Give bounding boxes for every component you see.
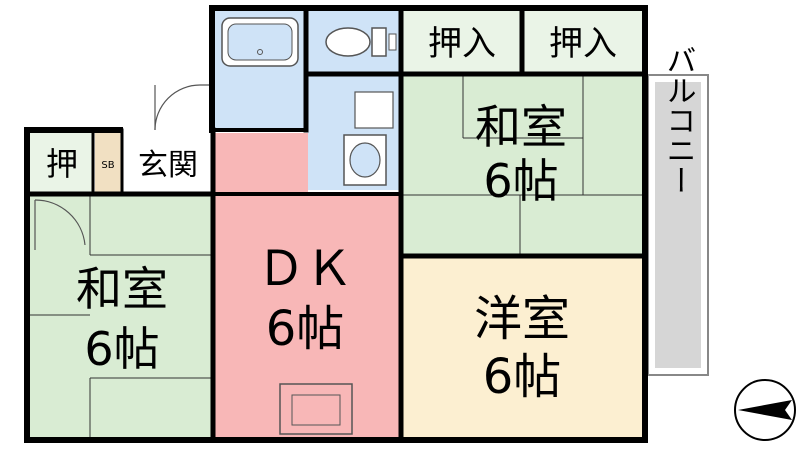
bathtub-inner bbox=[227, 23, 293, 61]
dk-size: 6帖 bbox=[266, 301, 345, 357]
toilet-paper bbox=[388, 33, 397, 51]
oshiire-2-label: 押入 bbox=[549, 24, 617, 64]
washing-machine-pan bbox=[354, 91, 394, 129]
walls bbox=[24, 5, 648, 443]
toilet-bowl bbox=[325, 27, 371, 57]
tatami-lines-ne bbox=[403, 75, 642, 255]
youshitsu-size: 6帖 bbox=[483, 349, 562, 405]
genkan bbox=[123, 133, 213, 193]
washitsu-ne bbox=[403, 75, 642, 255]
closet-top-2 bbox=[524, 10, 642, 72]
genkan-label: 玄関 bbox=[138, 148, 198, 183]
shoe-box bbox=[95, 133, 121, 193]
oshi-label: 押 bbox=[46, 145, 78, 183]
bath-drain bbox=[257, 49, 263, 55]
washitsu-w-name: 和室 bbox=[76, 262, 168, 316]
youshitsu-name: 洋室 bbox=[474, 291, 570, 347]
north-arrow-icon bbox=[734, 379, 796, 441]
toilet-tank bbox=[371, 27, 387, 57]
washitsu-ne-size: 6帖 bbox=[483, 154, 558, 208]
balcony-fill bbox=[655, 82, 701, 368]
washitsu-w bbox=[30, 195, 212, 438]
kitchen-sink bbox=[291, 394, 341, 426]
tatami-lines-w bbox=[30, 195, 212, 438]
balcony-label: バルコニー bbox=[661, 45, 696, 195]
closet-oshi bbox=[30, 133, 92, 193]
hall bbox=[215, 133, 308, 193]
dk-name: ＤＫ bbox=[257, 241, 353, 297]
washitsu-ne-name: 和室 bbox=[475, 100, 567, 154]
oshiire-1-label: 押入 bbox=[428, 24, 496, 64]
youshitsu bbox=[403, 258, 642, 438]
washitsu-w-size: 6帖 bbox=[84, 322, 159, 376]
sb-label: SB bbox=[101, 160, 114, 171]
door-swings bbox=[34, 84, 210, 250]
sink-bowl bbox=[349, 142, 381, 178]
closet-top-1 bbox=[403, 10, 521, 72]
